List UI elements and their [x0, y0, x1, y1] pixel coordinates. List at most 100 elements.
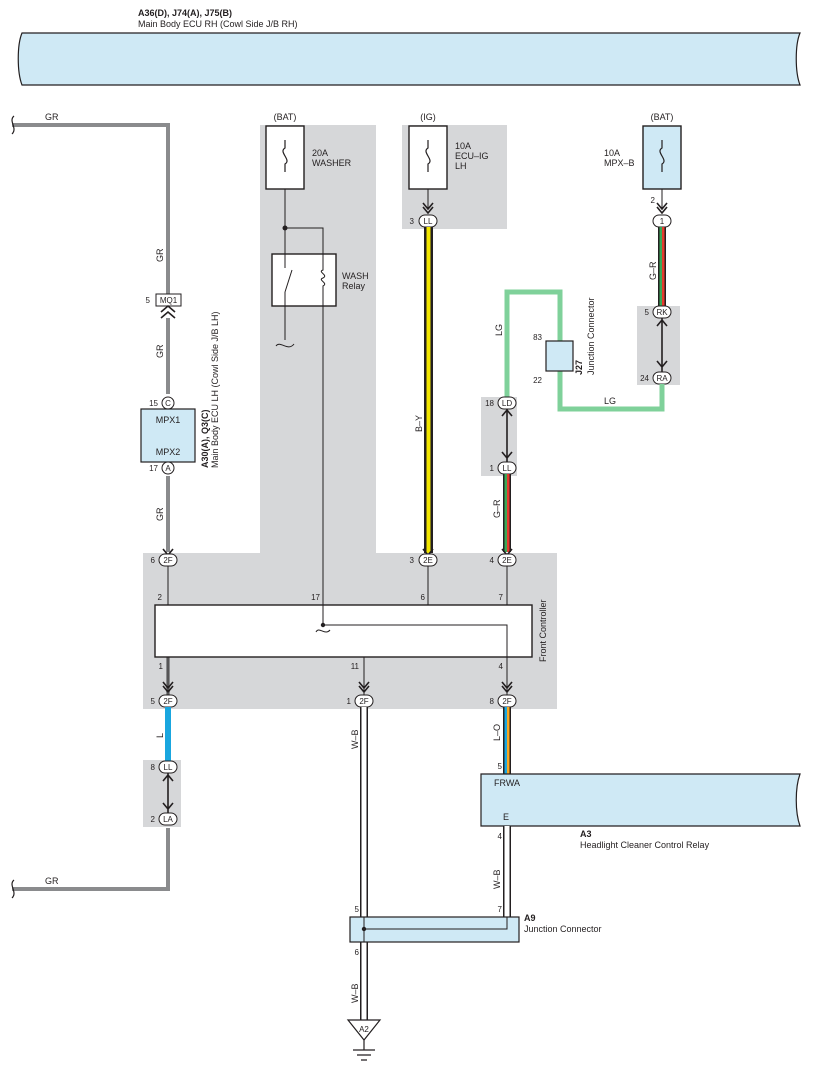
a9-pin-6: 6 [355, 948, 360, 957]
top-ecu-name: Main Body ECU RH (Cowl Side J/B RH) [138, 19, 298, 29]
left-ecu-code: A30(A), Q3(C) [200, 409, 210, 468]
mpx-b-rating: 10A [604, 148, 620, 158]
wire-label-gr-3: GR [155, 507, 165, 521]
wire-label-lg-1: LG [494, 324, 504, 336]
lo-wire [503, 707, 511, 774]
f5-arrow [162, 681, 174, 694]
a3-code: A3 [580, 829, 592, 839]
wire-break-top [11, 115, 15, 135]
washer-fuse [265, 125, 305, 190]
j27-name: Junction Connector [586, 297, 596, 375]
wire-label-gr-2: GR [155, 344, 165, 358]
a9-pin-7: 7 [498, 905, 503, 914]
gr-wire-right [658, 227, 666, 306]
wire-label-wb-2: W–B [492, 869, 502, 889]
washer-fuse-symbol [282, 140, 288, 172]
c15-code: C [165, 399, 171, 408]
ll3-code: LL [424, 217, 433, 226]
controller-internal-wire [315, 605, 508, 657]
ecu-ig-source: (IG) [420, 112, 436, 122]
f1-code: 2F [359, 697, 368, 706]
mq1-pin: 5 [146, 296, 151, 305]
top-ecu-code: A36(D), J74(A), J75(B) [138, 8, 232, 18]
controller-pin-bottom-1: 1 [159, 662, 164, 671]
e3-code: 2E [423, 556, 433, 565]
la2-pin: 2 [151, 815, 156, 824]
la2-code: LA [163, 815, 173, 824]
mpx-b-source: (BAT) [651, 112, 674, 122]
a3-terminal-bottom: E [503, 812, 509, 822]
ecu-ig-name: ECU–IG [455, 151, 489, 161]
left-ecu-name: Main Body ECU LH (Cowl Side J/B LH) [210, 311, 220, 468]
a17-pin: 17 [149, 464, 158, 473]
mpx-b-fuse-symbol [659, 140, 665, 172]
relay-name-2: Relay [342, 281, 366, 291]
washer-to-relay-wire [284, 189, 324, 254]
gr-wire-mid [503, 474, 511, 552]
relay-name: WASH [342, 271, 369, 281]
front-controller-box [154, 604, 533, 658]
mpx-b-name: MPX–B [604, 158, 635, 168]
controller-pin-bottom-3: 4 [499, 662, 504, 671]
wb-wire-left [360, 707, 368, 1020]
ra-pin: 24 [640, 374, 649, 383]
f8-arrow [501, 681, 513, 694]
shaded-areas [143, 125, 680, 827]
wire-label-lo: L–O [492, 724, 502, 741]
ground-code: A2 [359, 1025, 369, 1034]
a3-pin-top: 5 [498, 762, 503, 771]
l-wire [165, 707, 171, 761]
controller-input-wires [167, 566, 508, 605]
wire-label-l: L [155, 733, 165, 738]
wire-label-by: B–Y [414, 415, 424, 432]
a3-name: Headlight Cleaner Control Relay [580, 840, 710, 850]
p1-arrow [656, 202, 668, 215]
a17-code: A [165, 464, 171, 473]
wire-break-bottom [11, 879, 15, 899]
controller-name: Front Controller [538, 599, 548, 662]
e4-pin: 4 [490, 556, 495, 565]
ground-symbol-icon [353, 1040, 375, 1061]
wash-relay-coil [320, 254, 326, 306]
wire-label-gr-1: GR [155, 248, 165, 262]
ld-code: LD [502, 399, 512, 408]
ra-code: RA [656, 374, 668, 383]
wire-label-wb-3: W–B [350, 983, 360, 1003]
ll8-code: LL [164, 763, 173, 772]
wire-label-wb-1: W–B [350, 729, 360, 749]
f1-pin: 1 [347, 697, 352, 706]
f5-pin: 5 [151, 697, 156, 706]
left-ecu-mpx1: MPX1 [156, 415, 181, 425]
wash-relay-box [271, 253, 337, 307]
a17-pin-oval [161, 461, 175, 475]
e3-pin: 3 [410, 556, 415, 565]
front-controller-shade [143, 125, 557, 709]
wire-label-gr-right: G–R [648, 261, 658, 280]
controller-pin-top-2: 17 [311, 593, 320, 602]
a9-code: A9 [524, 913, 536, 923]
j27-pin-top: 83 [533, 333, 542, 342]
wire-label-lg-2: LG [604, 396, 616, 406]
ll3-pin: 3 [410, 217, 415, 226]
controller-pin-top-1: 2 [158, 593, 163, 602]
a3-pin-bottom: 4 [498, 832, 503, 841]
j27-box [545, 340, 574, 372]
ll3-arrow [422, 202, 434, 215]
j27-code: J27 [574, 360, 584, 375]
ecu-ig-fuse [408, 125, 448, 190]
ll1-pin: 1 [490, 464, 495, 473]
controller-pin-top-3: 6 [421, 593, 426, 602]
f8-code: 2F [502, 697, 511, 706]
p1-pin: 2 [651, 196, 656, 205]
la2-connector [158, 812, 178, 826]
f6-pin: 6 [151, 556, 156, 565]
a9-name: Junction Connector [524, 924, 602, 934]
a3-terminal-top: FRWA [494, 778, 520, 788]
ll8-pin: 8 [151, 763, 156, 772]
controller-pin-bottom-2: 11 [351, 662, 360, 671]
f5-code: 2F [163, 697, 172, 706]
f6-code: 2F [163, 556, 172, 565]
ground-triangle [346, 1019, 382, 1041]
f1-arrow [358, 681, 370, 694]
